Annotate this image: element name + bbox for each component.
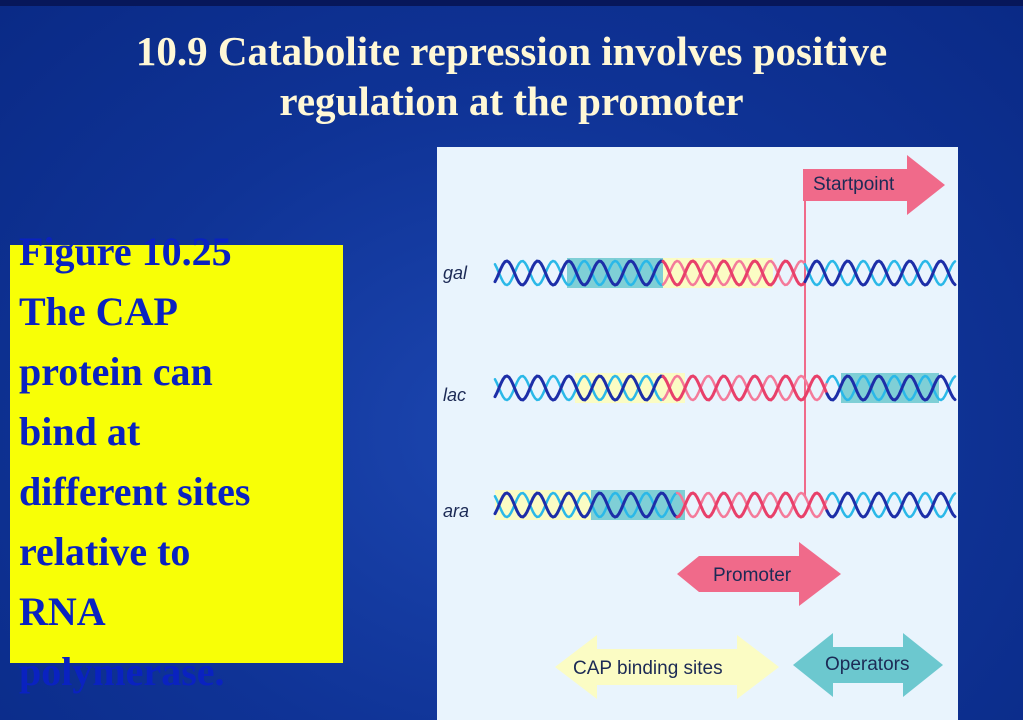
caption-line: different sites: [19, 469, 251, 514]
gal-dna-helix: [493, 259, 957, 287]
dna-strand: [661, 259, 807, 287]
dna-strand: [493, 374, 665, 402]
caption-line: Figure 10.25: [19, 229, 232, 274]
promoter-label: Promoter: [713, 565, 792, 586]
caption-line: bind at: [19, 409, 141, 454]
dna-strand: [803, 259, 957, 287]
promoter-arrow: [677, 542, 841, 606]
caption-highlight-box: [10, 245, 343, 663]
dna-strand: [675, 491, 829, 519]
lac-dna-helix: [493, 374, 957, 402]
dna-strand: [675, 491, 829, 519]
cap-binding-figure: Startpoint gal lac ara Promoter CAP bind…: [437, 147, 958, 720]
caption-line: relative to: [19, 529, 191, 574]
caption-line: polymerase.: [19, 649, 225, 694]
top-bar: [0, 0, 1023, 6]
dna-strand: [493, 491, 679, 519]
dna-strand: [661, 259, 807, 287]
caption-line: RNA: [19, 589, 106, 634]
row-label-ara: ara: [443, 501, 469, 521]
dna-strand: [661, 374, 829, 402]
operators-label: Operators: [825, 654, 909, 675]
slide-title: 10.9 Catabolite repression involves posi…: [0, 26, 1023, 126]
figure-caption: Figure 10.25 The CAP protein can bind at…: [19, 222, 349, 702]
dna-strand: [493, 491, 679, 519]
cap-binding-sites-label: CAP binding sites: [573, 658, 723, 679]
slide-title-line-2: regulation at the promoter: [279, 78, 744, 124]
operators-arrow: [793, 633, 943, 697]
dna-strand: [493, 374, 665, 402]
dna-strand: [493, 259, 665, 287]
dna-strand: [825, 491, 957, 519]
caption-line: protein can: [19, 349, 213, 394]
dna-strand: [825, 374, 957, 402]
dna-strand: [493, 259, 665, 287]
dna-strand: [661, 374, 829, 402]
caption-line: The CAP: [19, 289, 178, 334]
dna-strand: [803, 259, 957, 287]
startpoint-label: Startpoint: [813, 174, 895, 195]
diagram-canvas: Startpoint gal lac ara Promoter CAP bind…: [443, 155, 957, 699]
slide-title-line-1: 10.9 Catabolite repression involves posi…: [135, 28, 888, 74]
cap-binding-sites-arrow: [555, 635, 779, 699]
row-label-gal: gal: [443, 263, 468, 283]
ara-dna-helix: [493, 491, 957, 519]
startpoint-arrow: [803, 155, 945, 215]
row-label-lac: lac: [443, 385, 466, 405]
